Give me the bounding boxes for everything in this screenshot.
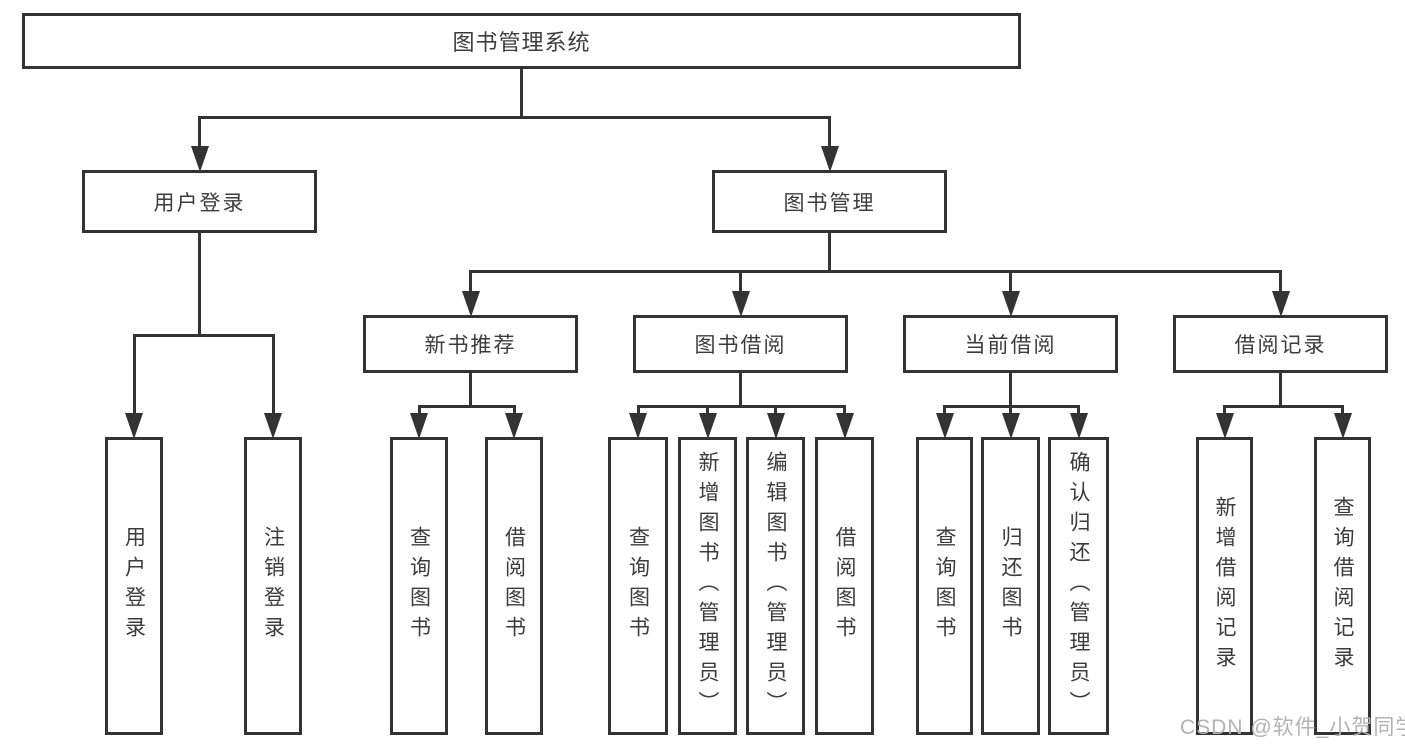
current-borrow-leaf-return-book-drop-line	[1009, 406, 1012, 415]
borrow-records-stem-line	[1279, 373, 1282, 406]
root-system-stem-line	[520, 69, 523, 117]
new-book-rec-bar-line	[417, 404, 516, 408]
current-borrow-node: 当前借阅	[903, 315, 1118, 373]
leaf-query-book-bor-node: 查询图书	[608, 437, 668, 735]
book-mgmt-current-borrow-drop-line	[1009, 271, 1012, 293]
book-borrow-bar-line	[636, 404, 846, 408]
new-book-rec-label: 新书推荐	[424, 334, 517, 357]
leaf-query-book-rec-node: 查询图书	[390, 437, 448, 735]
book-mgmt-arrowhead	[820, 146, 839, 172]
book-mgmt-borrow-records-drop-line	[1279, 271, 1282, 293]
new-book-rec-leaf-borrow-book-rec-drop-line	[512, 406, 516, 415]
leaf-add-borrow-rec-arrowhead	[1215, 413, 1234, 439]
leaf-add-book-admin-arrowhead	[698, 413, 717, 439]
borrow-records-label: 借阅记录	[1234, 334, 1327, 357]
book-mgmt-book-borrow-drop-line	[739, 271, 742, 293]
borrow-records-leaf-query-borrow-rec-drop-line	[1341, 406, 1344, 415]
leaf-add-borrow-rec-node: 新增借阅记录	[1196, 437, 1253, 735]
leaf-add-borrow-rec-label: 新增借阅记录	[1213, 496, 1236, 676]
user-login-stem-line	[198, 233, 201, 335]
leaf-logout-node: 注销登录	[244, 437, 302, 735]
borrow-records-leaf-add-borrow-rec-drop-line	[1223, 406, 1226, 415]
borrow-records-node: 借阅记录	[1173, 315, 1388, 373]
user-login-node: 用户登录	[82, 170, 317, 233]
leaf-add-book-admin-node: 新增图书（管理员）	[678, 437, 737, 735]
leaf-return-book-node: 归还图书	[981, 437, 1040, 735]
current-borrow-arrowhead	[1001, 291, 1020, 317]
borrow-records-bar-line	[1223, 404, 1344, 408]
csdn-watermark: CSDN @软件_小贺同学	[1180, 716, 1405, 739]
root-system-user-login-drop-line	[198, 117, 201, 148]
book-mgmt-node: 图书管理	[712, 170, 947, 233]
root-system-node: 图书管理系统	[22, 13, 1021, 69]
leaf-user-login-node: 用户登录	[105, 437, 163, 735]
current-borrow-label: 当前借阅	[964, 334, 1057, 357]
current-borrow-leaf-confirm-return-drop-line	[1077, 406, 1080, 415]
borrow-records-arrowhead	[1271, 291, 1290, 317]
leaf-borrow-book-rec-node: 借阅图书	[485, 437, 543, 735]
book-mgmt-stem-line	[828, 233, 831, 271]
root-system-bar-line	[198, 115, 831, 119]
leaf-borrow-book-bor-node: 借阅图书	[815, 437, 874, 735]
current-borrow-leaf-query-book-cur-drop-line	[943, 406, 946, 415]
new-book-rec-leaf-query-book-rec-drop-line	[417, 406, 421, 415]
new-book-rec-arrowhead	[461, 291, 480, 317]
book-borrow-leaf-edit-book-admin-drop-line	[774, 406, 777, 415]
book-borrow-leaf-query-book-bor-drop-line	[636, 406, 640, 415]
new-book-rec-node: 新书推荐	[363, 315, 578, 373]
leaf-return-book-arrowhead	[1001, 413, 1020, 439]
leaf-query-borrow-rec-label: 查询借阅记录	[1331, 496, 1354, 676]
root-system-label: 图书管理系统	[452, 30, 591, 55]
new-book-rec-stem-line	[469, 373, 472, 406]
book-borrow-arrowhead	[731, 291, 750, 317]
book-borrow-node: 图书借阅	[633, 315, 848, 373]
book-borrow-stem-line	[739, 373, 742, 406]
leaf-edit-book-admin-arrowhead	[766, 413, 785, 439]
user-login-arrowhead	[190, 146, 209, 172]
current-borrow-stem-line	[1009, 373, 1012, 406]
leaf-query-book-cur-node: 查询图书	[916, 437, 973, 735]
leaf-query-book-bor-arrowhead	[629, 413, 647, 439]
leaf-logout-arrowhead	[264, 413, 282, 439]
leaf-query-borrow-rec-arrowhead	[1333, 413, 1352, 439]
user-login-bar-line	[132, 333, 275, 337]
leaf-borrow-book-bor-label: 借阅图书	[833, 526, 856, 646]
user-login-leaf-logout-drop-line	[271, 335, 275, 415]
leaf-edit-book-admin-label: 编辑图书（管理员）	[764, 451, 787, 721]
user-login-leaf-user-login-drop-line	[132, 335, 136, 415]
leaf-query-book-rec-arrowhead	[410, 413, 428, 439]
leaf-confirm-return-node: 确认归还（管理员）	[1048, 437, 1109, 735]
book-borrow-label: 图书借阅	[694, 334, 787, 357]
leaf-confirm-return-arrowhead	[1069, 413, 1088, 439]
book-borrow-leaf-add-book-admin-drop-line	[706, 406, 709, 415]
book-mgmt-label: 图书管理	[783, 191, 876, 215]
leaf-user-login-label: 用户登录	[122, 526, 146, 646]
leaf-borrow-book-rec-arrowhead	[505, 413, 523, 439]
book-mgmt-new-book-rec-drop-line	[469, 271, 472, 293]
leaf-add-book-admin-label: 新增图书（管理员）	[696, 451, 719, 721]
leaf-logout-label: 注销登录	[261, 526, 285, 646]
leaf-query-book-bor-label: 查询图书	[626, 526, 650, 646]
leaf-return-book-label: 归还图书	[999, 526, 1022, 646]
leaf-borrow-book-rec-label: 借阅图书	[502, 526, 526, 646]
leaf-query-book-rec-label: 查询图书	[407, 526, 431, 646]
leaf-query-borrow-rec-node: 查询借阅记录	[1314, 437, 1371, 735]
book-mgmt-bar-line	[469, 269, 1282, 273]
book-borrow-leaf-borrow-book-bor-drop-line	[843, 406, 846, 415]
leaf-edit-book-admin-node: 编辑图书（管理员）	[746, 437, 805, 735]
leaf-user-login-arrowhead	[125, 413, 143, 439]
leaf-confirm-return-label: 确认归还（管理员）	[1067, 451, 1090, 721]
leaf-borrow-book-bor-arrowhead	[835, 413, 854, 439]
user-login-label: 用户登录	[153, 191, 246, 215]
leaf-query-book-cur-arrowhead	[935, 413, 954, 439]
root-system-book-mgmt-drop-line	[828, 117, 831, 148]
leaf-query-book-cur-label: 查询图书	[933, 526, 956, 646]
